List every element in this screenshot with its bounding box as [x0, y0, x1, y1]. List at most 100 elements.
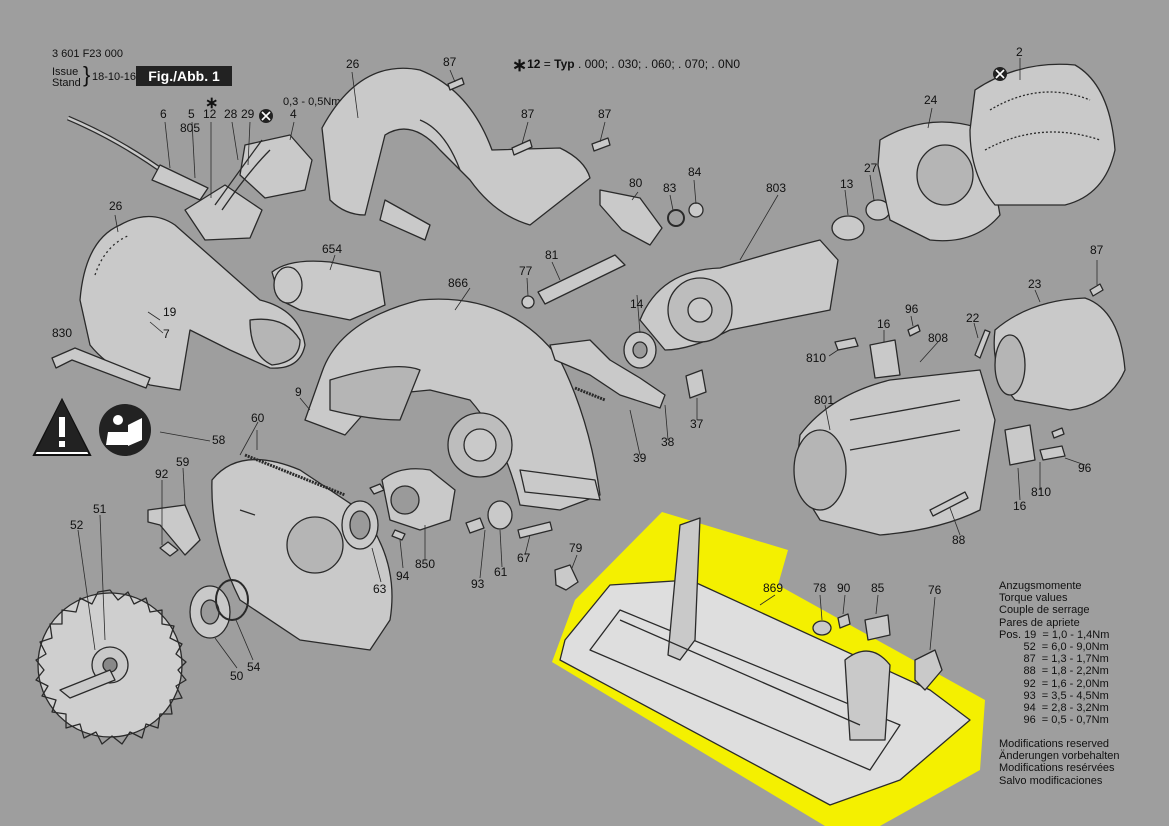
part-label: 84: [688, 165, 702, 179]
part-label: 85: [871, 581, 885, 595]
part-label: 29: [241, 107, 255, 121]
part-label: 810: [1031, 485, 1051, 499]
handle-housing-top: [321, 67, 591, 241]
part-label: 37: [690, 417, 704, 431]
part-label: 80: [629, 176, 643, 190]
lock-button: [599, 189, 704, 246]
part-label: 78: [813, 581, 827, 595]
motor-cover: [877, 121, 1001, 242]
part-label: 9: [295, 385, 302, 399]
screw-group-top: [447, 77, 611, 156]
part-label: 810: [806, 351, 826, 365]
part-label: 869: [763, 581, 783, 595]
torque-heading: Anzugsmomente: [999, 580, 1082, 592]
lever: [147, 504, 201, 557]
part-label: 67: [517, 551, 531, 565]
part-label: 50: [230, 669, 244, 683]
issue-label: Issue: [52, 66, 79, 78]
stand-label: Stand: [52, 77, 81, 89]
part-label: 803: [766, 181, 786, 195]
type-note: ∗12 = Typ . 000; . 030; . 060; . 070; . …: [512, 55, 740, 76]
torque-row: 94 = 2,8 - 3,2Nm: [999, 702, 1109, 715]
torque-heading: Torque values: [999, 592, 1068, 605]
torque-table: Anzugsmomente Torque values Couple de se…: [999, 580, 1109, 726]
part-label: 808: [928, 331, 948, 345]
part-label: 51: [93, 502, 107, 516]
torque-row: Pos. 19 = 1,0 - 1,4Nm: [999, 628, 1110, 641]
issue-date: 18-10-16: [92, 71, 137, 83]
part-label: 96: [905, 302, 919, 316]
blade-guard: [304, 298, 601, 511]
type-label: Typ: [554, 57, 575, 71]
torque-row: 87 = 1,3 - 1,7Nm: [999, 653, 1109, 666]
motor-housing: [793, 369, 996, 536]
part-label: 28: [224, 107, 238, 121]
asterisk-icon: ∗: [205, 95, 218, 112]
part-label: 96: [1078, 461, 1092, 475]
part-label: 58: [212, 433, 226, 447]
part-label: 16: [1013, 499, 1027, 513]
part-label: 2: [1016, 45, 1023, 59]
part-label: 81: [545, 248, 559, 262]
part-label: 60: [251, 411, 265, 425]
figure-label: Fig./Abb. 1: [136, 66, 232, 86]
part-label: 39: [633, 451, 647, 465]
part-label: 830: [52, 326, 72, 340]
part-label: 59: [176, 455, 190, 469]
torque-row: 92 = 1,6 - 2,0Nm: [999, 677, 1109, 690]
brake-lever: [549, 339, 707, 409]
read-manual-icon: [99, 404, 151, 456]
part-label: 23: [1028, 277, 1042, 291]
flanges: [189, 579, 249, 639]
armature: [623, 199, 891, 369]
part-labels: 6 5 805 12 28 29 4 26 87 87 87 2 24 26 1…: [52, 45, 1104, 683]
field-coil: [969, 63, 1116, 206]
part-label: 87: [443, 55, 457, 69]
part-label: 6: [160, 107, 167, 121]
part-label: 866: [448, 276, 468, 290]
handle-housing-left: [79, 215, 306, 391]
base-plate: [559, 517, 971, 806]
part-label: 90: [837, 581, 851, 595]
torque-row: 96 = 0,5 - 0,7Nm: [999, 714, 1109, 727]
part-label: 22: [966, 311, 980, 325]
part-label: 61: [494, 565, 508, 579]
part-label: 26: [346, 57, 360, 71]
saw-blade: [35, 589, 187, 745]
brace: }: [83, 62, 91, 87]
part-label: 801: [814, 393, 834, 407]
part-label: 19: [163, 305, 177, 319]
part-number: 3 601 F23 000: [52, 48, 123, 60]
part-label: 38: [661, 435, 675, 449]
part-label: 13: [840, 177, 854, 191]
part-label: 87: [598, 107, 612, 121]
part-label: 4: [290, 107, 297, 121]
part-label: 26: [109, 199, 123, 213]
type-ref: 12: [527, 57, 541, 71]
part-label: 79: [569, 541, 583, 555]
end-cap: [993, 297, 1126, 411]
part-label: 63: [373, 582, 387, 596]
modifications-line: Salvo modificaciones: [999, 774, 1103, 787]
shaft-parts: [465, 500, 553, 539]
part-label: 87: [521, 107, 535, 121]
part-label: 12: [203, 107, 217, 121]
part-label: 54: [247, 660, 261, 674]
modifications-line: Modifications resérvées: [999, 762, 1115, 775]
torque-heading: Couple de serrage: [999, 604, 1090, 617]
switch-module: [184, 134, 313, 241]
type-equals: =: [543, 57, 551, 71]
leader-lines: [77, 58, 1098, 669]
modifications-note: Modifications reserved Änderungen vorbeh…: [999, 738, 1119, 787]
part-label: 87: [1090, 243, 1104, 257]
modifications-line: Änderungen vorbehalten: [999, 750, 1120, 763]
chip-chute: [271, 260, 386, 321]
torque-row: 88 = 1,8 - 2,2Nm: [999, 665, 1109, 678]
part-label: 654: [322, 242, 342, 256]
torque-row: 93 = 3,5 - 4,5Nm: [999, 689, 1109, 702]
base-small-parts: [554, 564, 943, 691]
part-label: 83: [663, 181, 677, 195]
part-label: 27: [864, 161, 878, 175]
part-label: 88: [952, 533, 966, 547]
